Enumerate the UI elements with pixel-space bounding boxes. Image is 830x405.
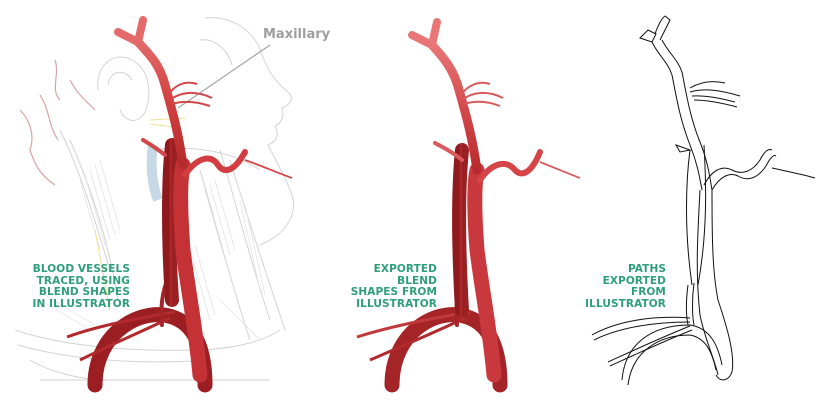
blend-shapes-illustration: [356, 18, 581, 393]
caption-exported-paths: PATHS EXPORTED FROM ILLUSTRATOR: [585, 263, 666, 310]
paths-outline-illustration: [591, 15, 816, 386]
caption-exported-blend: EXPORTED BLEND SHAPES FROM ILLUSTRATOR: [350, 263, 437, 310]
panel-exported-blend-shapes: EXPORTED BLEND SHAPES FROM ILLUSTRATOR: [340, 0, 585, 405]
callout-leader-line: [177, 44, 271, 109]
maxillary-callout-label: Maxillary: [263, 27, 331, 42]
anatomy-illustration: [14, 16, 294, 393]
panel-traced-vessels: Maxillary BLOOD VESSELS TRACED, USING BL…: [0, 0, 340, 405]
caption-traced-vessels: BLOOD VESSELS TRACED, USING BLEND SHAPES…: [32, 263, 130, 310]
panel-exported-paths: PATHS EXPORTED FROM ILLUSTRATOR: [585, 0, 830, 405]
